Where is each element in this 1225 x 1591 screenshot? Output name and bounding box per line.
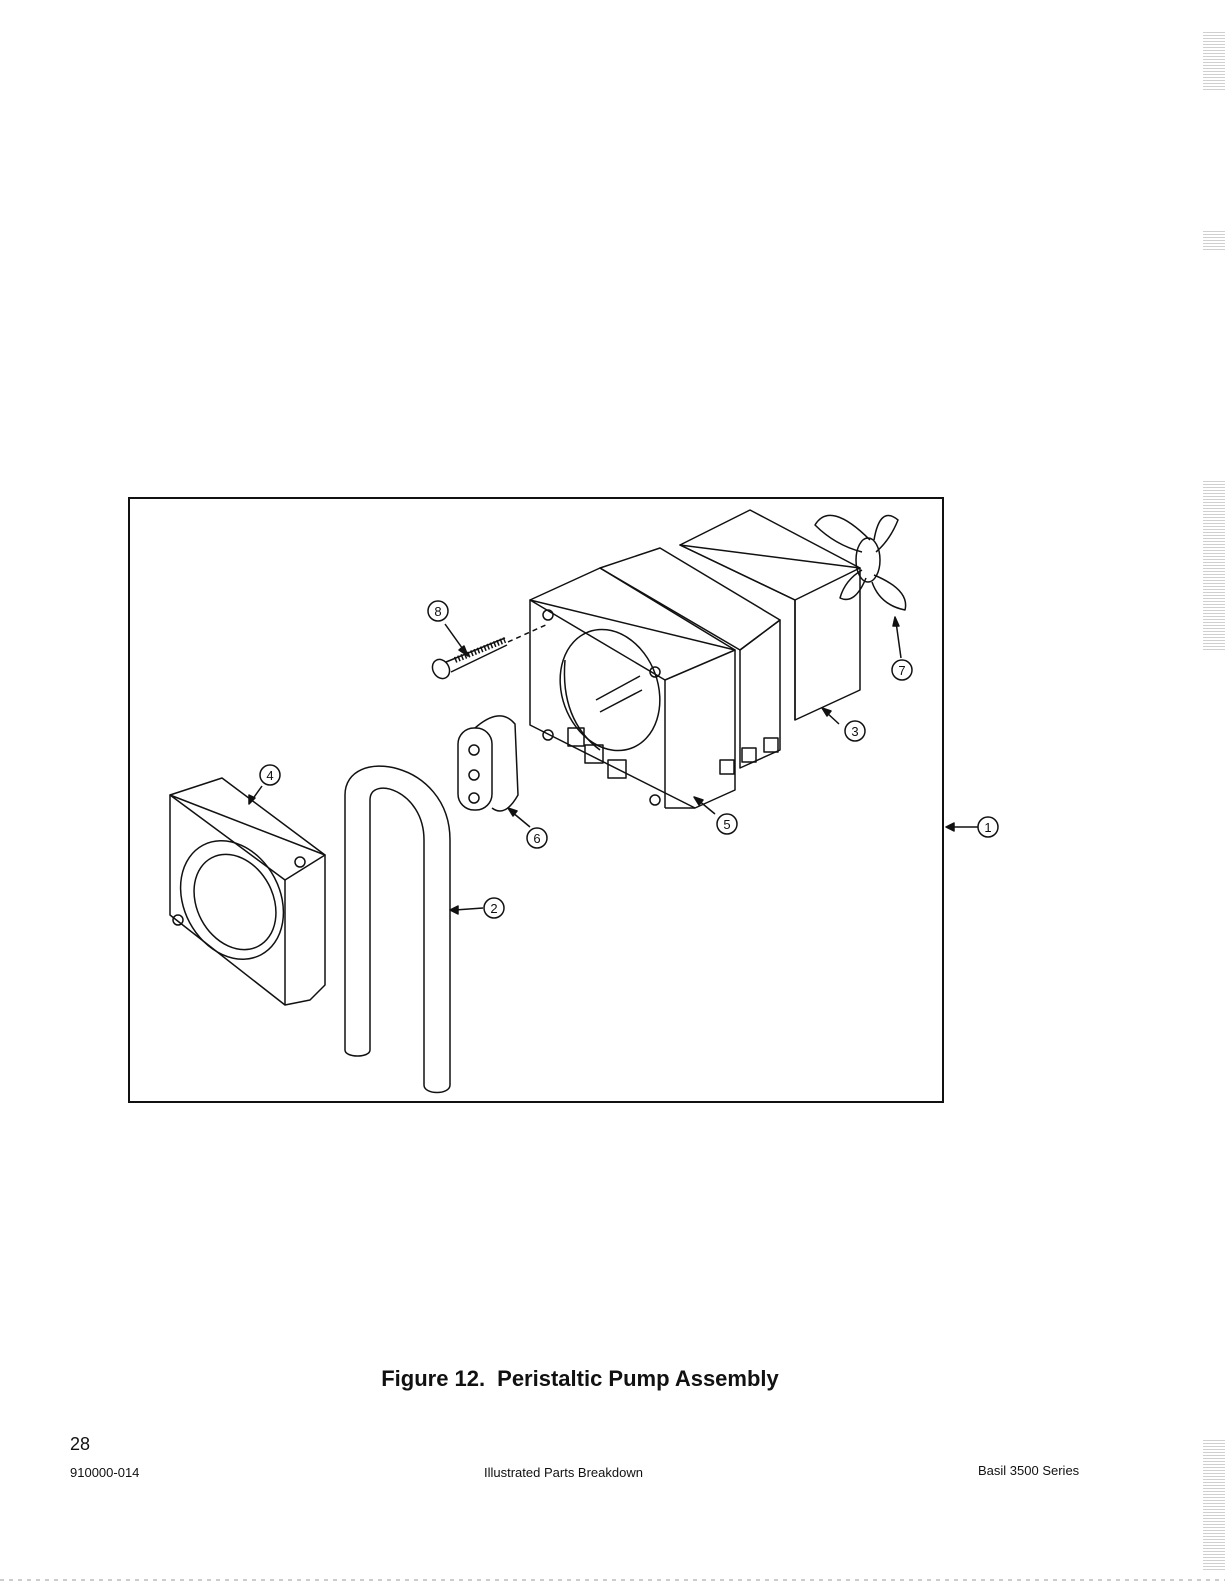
callout-1: 1 bbox=[984, 820, 991, 835]
section-title: Illustrated Parts Breakdown bbox=[484, 1465, 643, 1480]
callout-2: 2 bbox=[490, 901, 497, 916]
page-number: 28 bbox=[70, 1434, 90, 1455]
callout-7: 7 bbox=[898, 663, 905, 678]
callout-3: 3 bbox=[851, 724, 858, 739]
callout-leaders bbox=[249, 617, 980, 914]
tubing-part bbox=[345, 766, 450, 1092]
document-number: 910000-014 bbox=[70, 1465, 139, 1480]
motor-housing-part bbox=[600, 510, 860, 774]
callout-4: 4 bbox=[266, 768, 273, 783]
scan-artifact bbox=[1203, 30, 1225, 90]
roller-carrier-part bbox=[458, 716, 518, 811]
product-series: Basil 3500 Series bbox=[978, 1463, 1079, 1478]
scan-artifact bbox=[0, 1579, 1225, 1581]
callout-8: 8 bbox=[434, 604, 441, 619]
cover-plate-part bbox=[161, 778, 325, 1005]
pump-head-part bbox=[530, 568, 735, 808]
figure-number: Figure 12. bbox=[381, 1366, 485, 1391]
scan-artifact bbox=[1203, 480, 1225, 650]
scan-artifact bbox=[1203, 1440, 1225, 1570]
figure-title: Peristaltic Pump Assembly bbox=[497, 1366, 779, 1391]
callout-5: 5 bbox=[723, 817, 730, 832]
callout-6: 6 bbox=[533, 831, 540, 846]
figure-caption: Figure 12. Peristaltic Pump Assembly bbox=[0, 1366, 1160, 1392]
scan-artifact bbox=[1203, 230, 1225, 250]
